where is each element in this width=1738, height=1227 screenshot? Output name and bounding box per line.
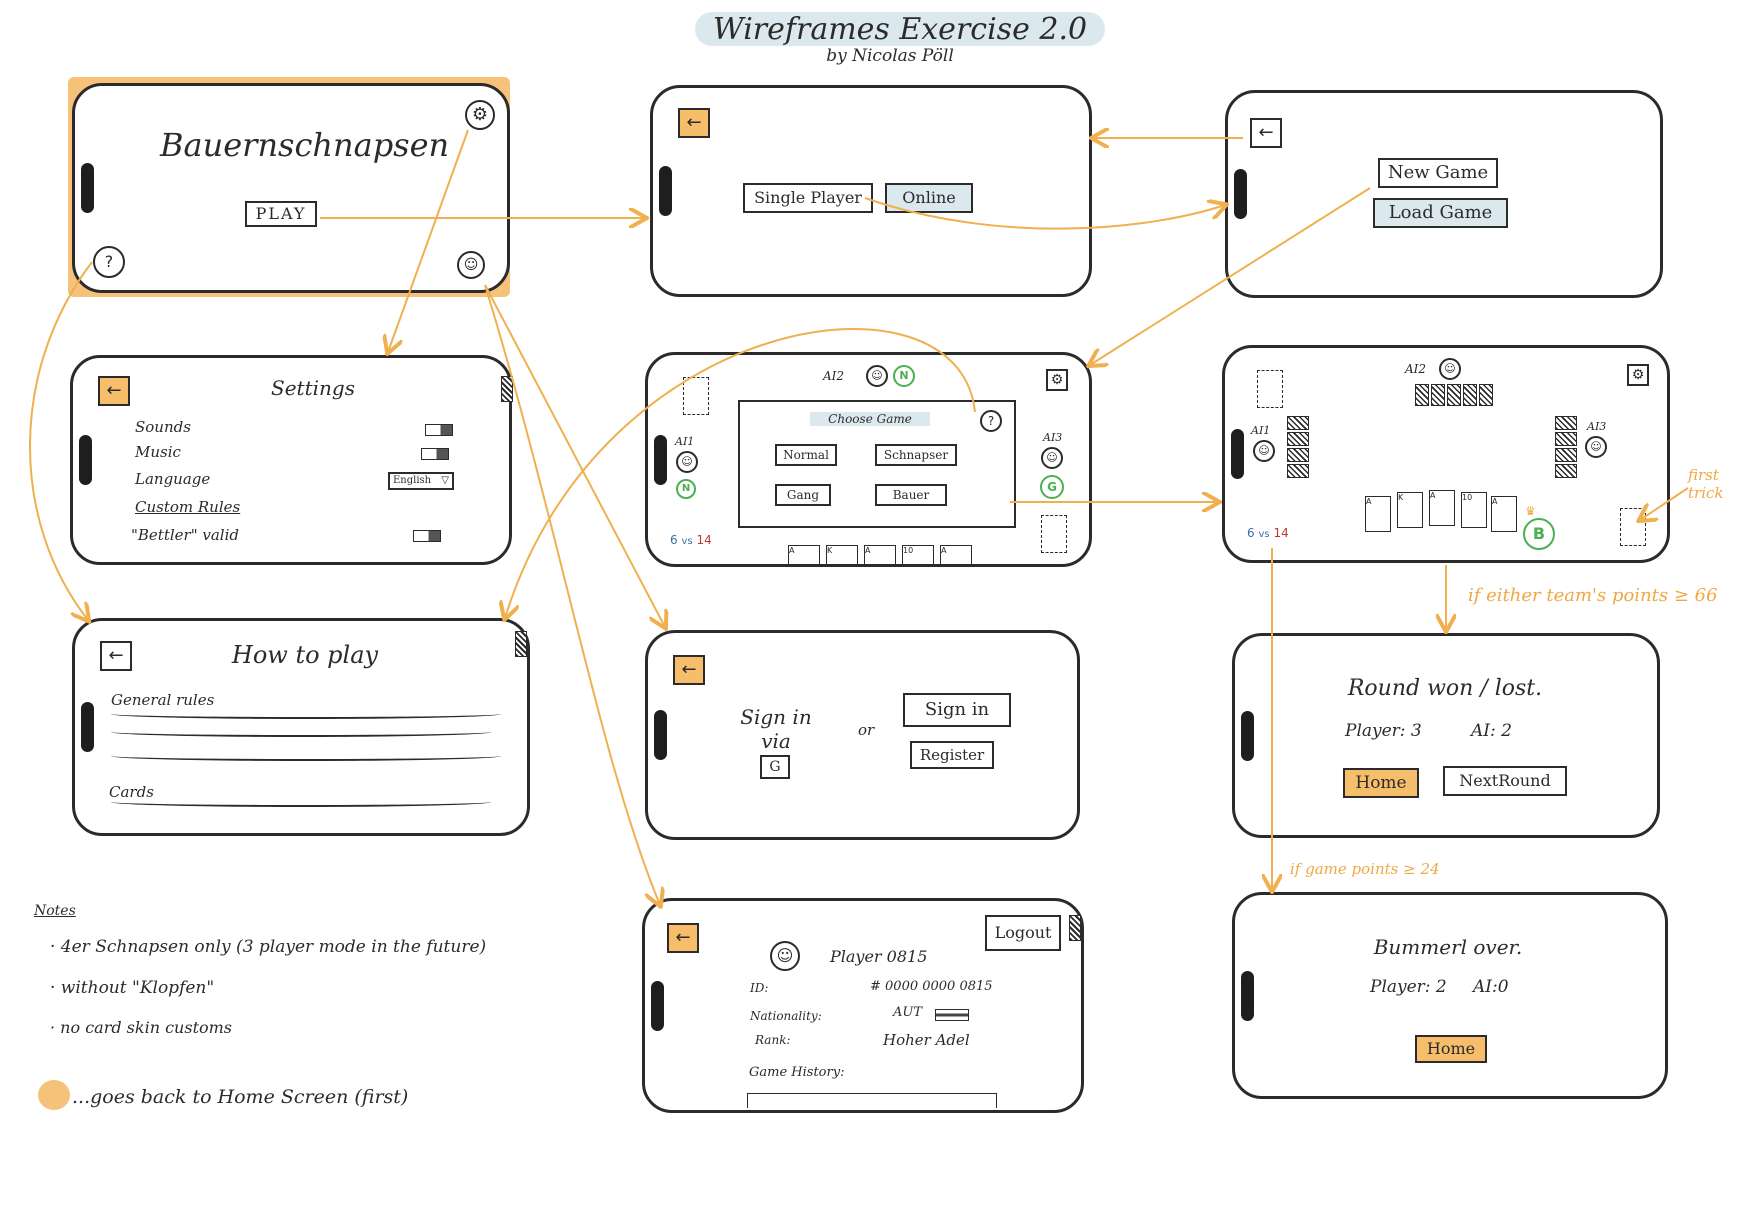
arrow-gear-to-settings bbox=[388, 130, 468, 352]
arrow-newgame-to-choose bbox=[1090, 188, 1370, 365]
arrow-online-to-newgame bbox=[865, 198, 1225, 229]
arrow-profile-to-signin bbox=[485, 285, 665, 627]
arrow-choose-help-to-howto bbox=[505, 329, 975, 618]
arrow-profile-to-profile bbox=[485, 285, 660, 905]
arrow-help-to-howto bbox=[30, 262, 92, 620]
arrow-first-trick bbox=[1640, 488, 1688, 520]
